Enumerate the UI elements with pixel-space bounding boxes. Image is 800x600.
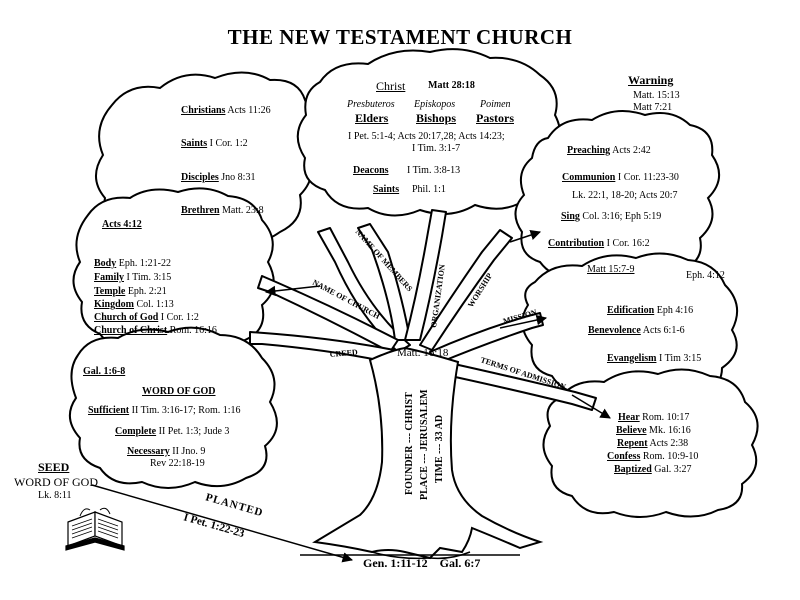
creed-sufficient: Sufficient II Tim. 3:16-17; Rom. 1:16: [88, 405, 241, 416]
seed-word-of-god: WORD OF GOD: [14, 475, 98, 489]
warning-ref-2: Matt 7:21: [633, 102, 673, 113]
christ-ref: Matt 28:18: [428, 80, 475, 91]
branch-worship: [419, 229, 513, 351]
seed-heading: SEED: [38, 460, 70, 474]
branch-creed: [249, 331, 395, 363]
leadership-refs-1: I Pet. 5:1-4; Acts 20:17,28; Acts 14:23;: [348, 131, 505, 142]
member-name-saints: Saints I Cor. 1:2: [181, 138, 248, 149]
worship-sing: Sing Col. 3:16; Eph 5:19: [561, 211, 662, 222]
page-title: THE NEW TESTAMENT CHURCH: [227, 25, 573, 49]
seed-ref: Lk. 8:11: [38, 490, 72, 501]
branch-label-creed: CREED: [329, 348, 358, 359]
office-elders: Elders: [355, 111, 389, 125]
church-name-kingdom: Kingdom Col. 1:13: [94, 299, 174, 310]
worship-communion-refs: Lk. 22:1, 18-20; Acts 20:7: [572, 190, 678, 201]
leadership-refs-2: I Tim. 3:1-7: [412, 143, 461, 154]
church-name-body: Body Eph. 1:21-22: [94, 258, 171, 269]
mission-benevolence: Benevolence Acts 6:1-6: [588, 325, 685, 336]
church-name-family: Family I Tim. 3:15: [94, 272, 172, 283]
office-bishops: Bishops: [416, 111, 457, 125]
office-pastors: Pastors: [476, 111, 514, 125]
leadership-saints-ref: Phil. 1:1: [412, 184, 446, 195]
mission-edification: Edification Eph 4:16: [607, 305, 694, 316]
worship-contribution: Contribution I Cor. 16:2: [548, 238, 650, 249]
terms-believe: Believe Mk. 16:16: [616, 425, 691, 436]
terms-repent: Repent Acts 2:38: [617, 438, 689, 449]
greek-poimen: Poimen: [480, 99, 511, 110]
greek-presbuteros: Presbuteros: [347, 99, 395, 110]
terms-hear: Hear Rom. 10:17: [618, 412, 690, 423]
worship-preaching: Preaching Acts 2:42: [567, 145, 651, 156]
planted-ref: I Pet. 1:22-23: [182, 511, 246, 540]
cloud-name-of-church: [72, 187, 275, 353]
worship-communion: Communion I Cor. 11:23-30: [562, 172, 679, 183]
cloud-creed: [69, 326, 278, 489]
greek-episkopos: Episkopos: [414, 99, 456, 110]
mission-eph-ref: Eph. 4:12: [686, 270, 725, 281]
terms-baptized: Baptized Gal. 3:27: [614, 464, 692, 475]
branch-terms: [431, 359, 597, 411]
member-name-brethren: Brethren Matt. 23:8: [181, 205, 264, 216]
creed-complete: Complete II Pet. 1:3; Jude 3: [115, 426, 230, 437]
worship-warning-ref: Matt 15:7-9: [587, 264, 635, 275]
trunk-founder: FOUNDER --- CHRIST: [404, 392, 415, 495]
trunk-matt-ref: Matt. 16:18: [397, 347, 449, 359]
open-bible-icon: [65, 507, 125, 551]
branch-organization: [404, 209, 447, 341]
trunk-place: PLACE --- JERUSALEM: [419, 389, 430, 500]
cloud-terms: [542, 368, 759, 518]
church-acts-ref: Acts 4:12: [102, 219, 142, 230]
branch-church: [257, 275, 399, 353]
leadership-saints-label: Saints: [373, 184, 400, 195]
member-name-disciples: Disciples Jno 8:31: [181, 172, 256, 183]
deacons-label: Deacons: [353, 165, 389, 176]
creed-heading: WORD OF GOD: [142, 386, 216, 397]
branch-left-upper: [317, 227, 411, 353]
church-name-church-of-god: Church of God I Cor. 1:2: [94, 312, 199, 323]
terms-confess: Confess Rom. 10:9-10: [607, 451, 699, 462]
ground-ref: Gen. 1:11-12 Gal. 6:7: [363, 556, 481, 570]
planted-label: PLANTED: [204, 491, 265, 519]
christ-label: Christ: [376, 79, 406, 93]
creed-necessary: Necessary II Jno. 9: [127, 446, 206, 457]
planted-arrow: [91, 484, 354, 563]
deacons-ref: I Tim. 3:8-13: [407, 165, 461, 176]
warning-heading: Warning: [628, 73, 674, 87]
tree-trunk: [312, 346, 544, 560]
member-name-christians: Christians Acts 11:26: [181, 105, 271, 116]
creed-gal-ref: Gal. 1:6-8: [83, 366, 126, 377]
church-name-temple: Temple Eph. 2:21: [94, 286, 167, 297]
mission-evangelism: Evangelism I Tim 3:15: [607, 353, 702, 364]
church-name-church-of-christ: Church of Christ Rom. 16:16: [94, 325, 217, 336]
branch-members: [357, 223, 411, 341]
warning-ref-1: Matt. 15:13: [633, 90, 680, 101]
trunk-time: TIME --- 33 AD: [434, 415, 445, 483]
creed-rev-ref: Rev 22:18-19: [150, 458, 205, 469]
